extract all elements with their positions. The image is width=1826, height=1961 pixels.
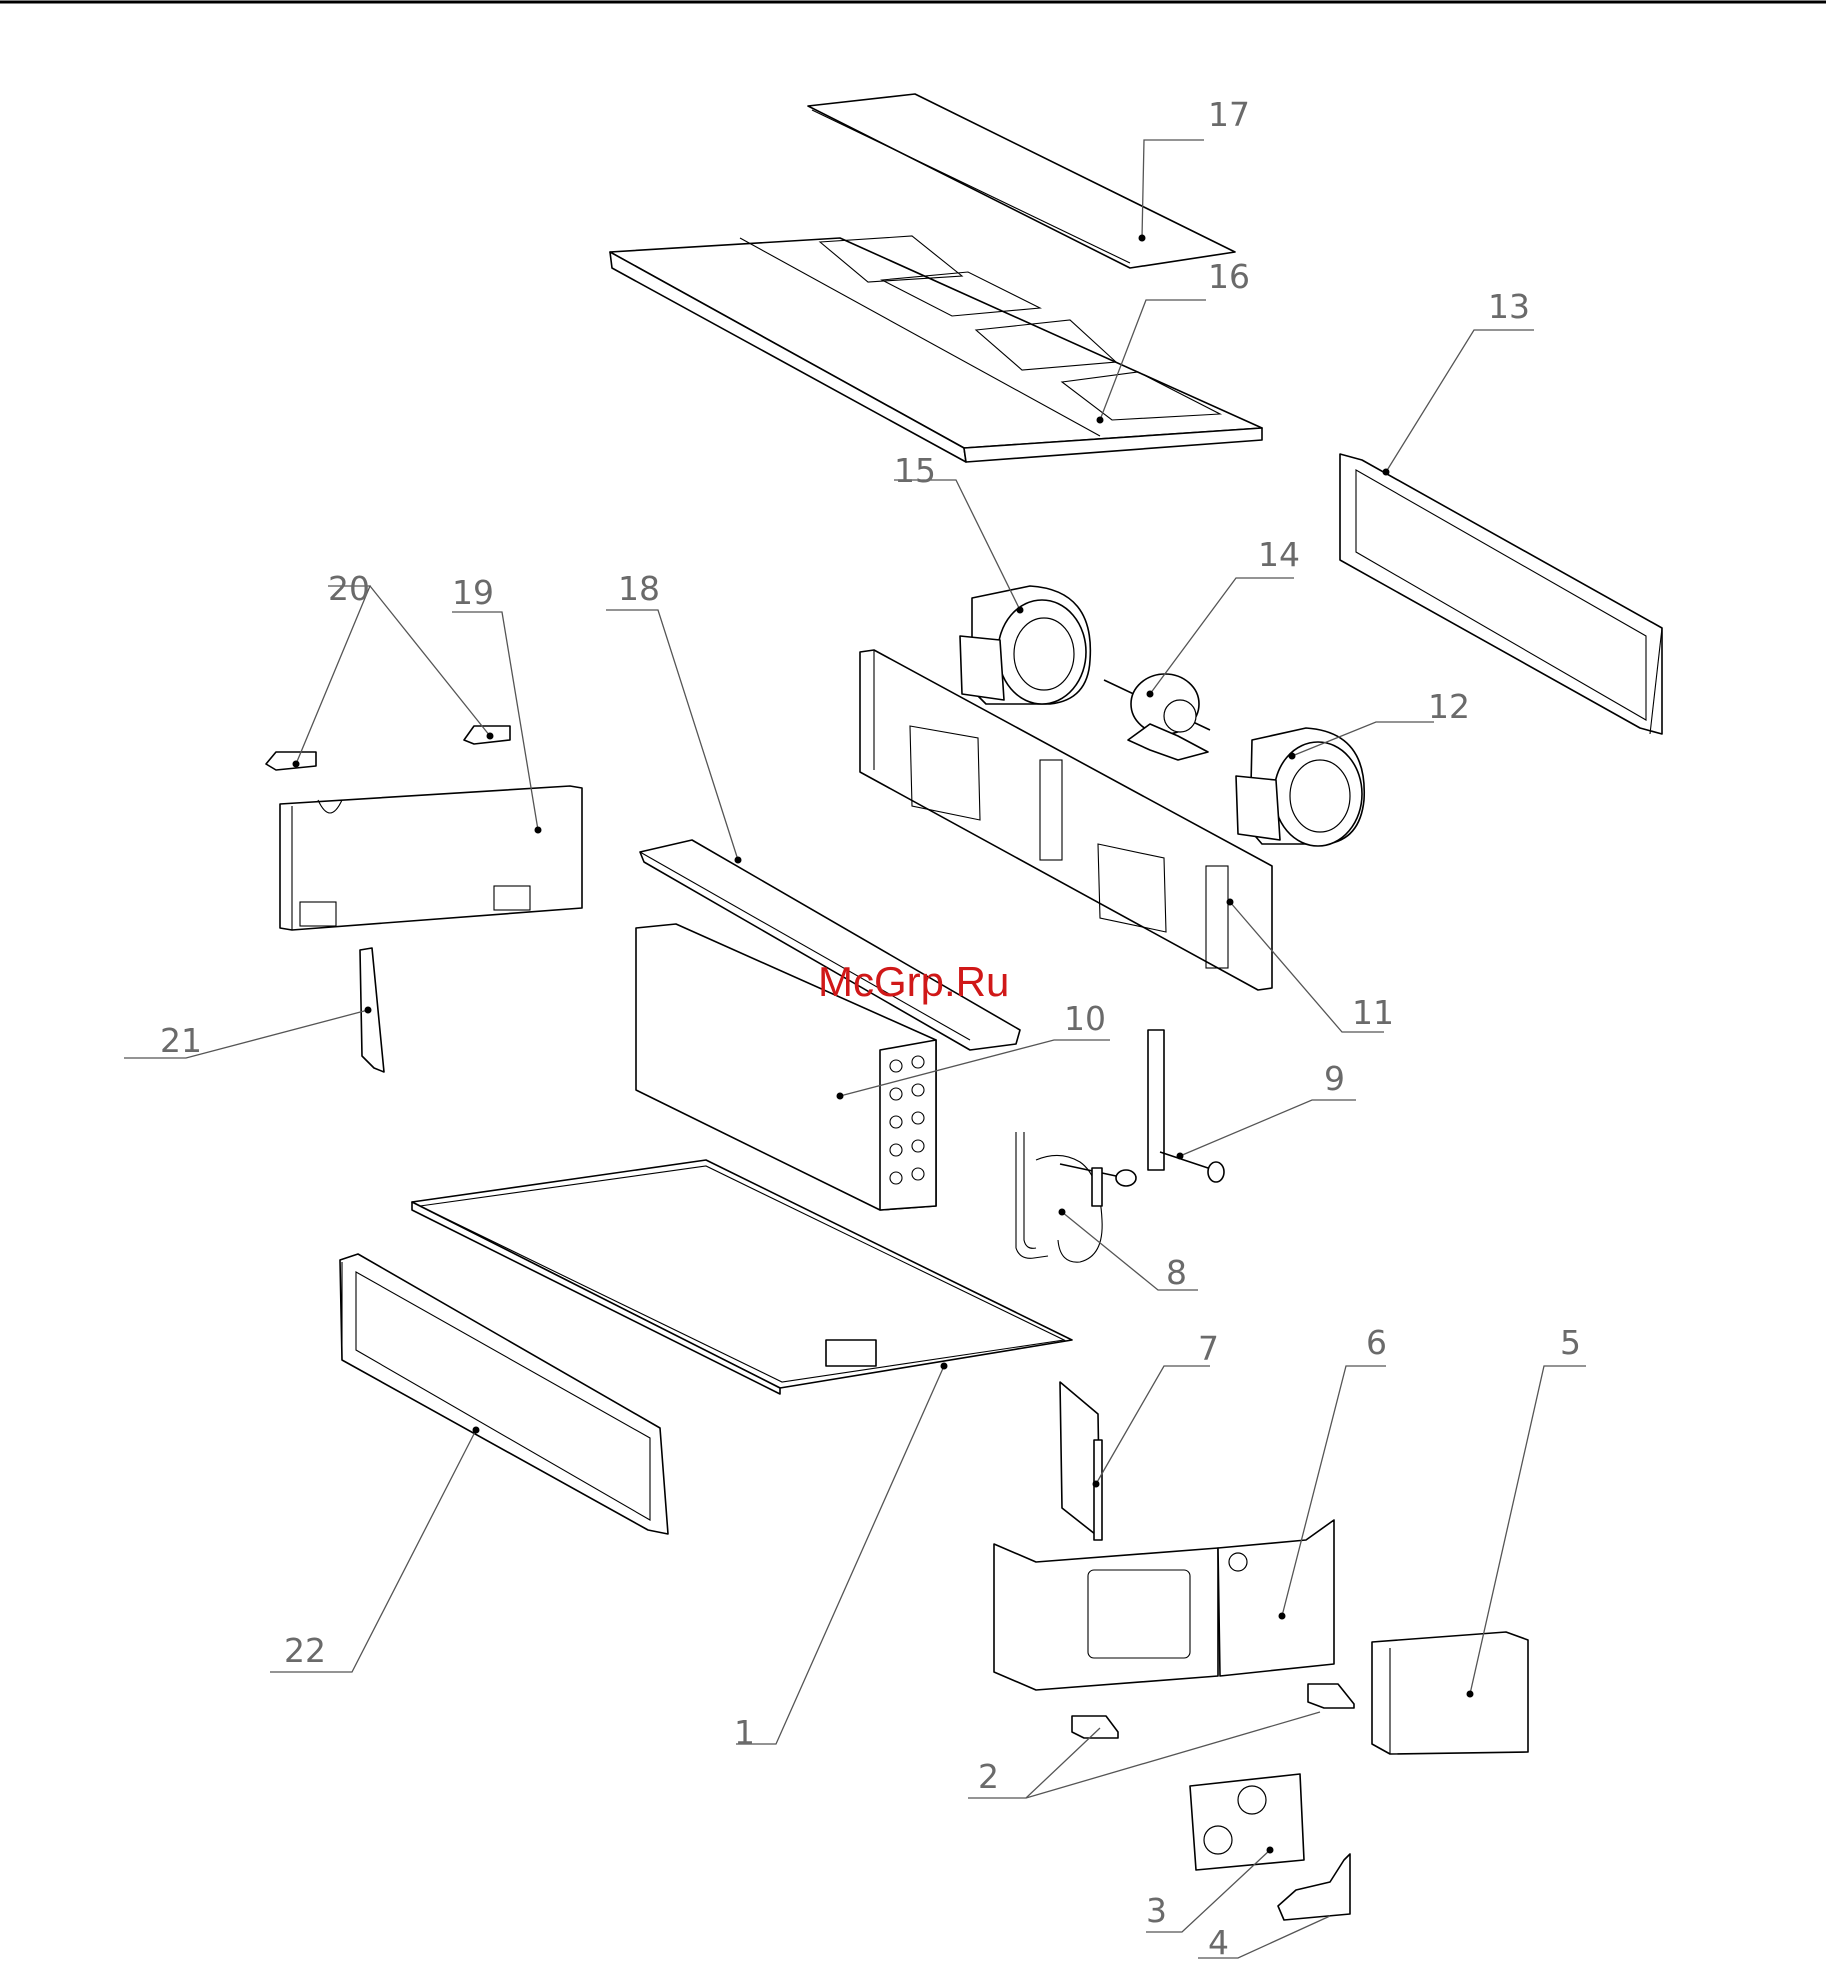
label-4: 4 xyxy=(1208,1923,1229,1961)
part-2-brackets xyxy=(1072,1684,1354,1738)
label-16: 16 xyxy=(1208,257,1250,296)
label-18: 18 xyxy=(618,569,660,608)
label-7: 7 xyxy=(1198,1329,1219,1368)
part-8-pipe-assembly xyxy=(1016,1132,1136,1262)
part-5-control-box xyxy=(1372,1632,1528,1754)
label-9: 9 xyxy=(1324,1059,1345,1098)
label-6: 6 xyxy=(1366,1323,1387,1362)
part-19-side-panel xyxy=(280,786,582,930)
part-11-blower-deck xyxy=(860,650,1272,990)
part-12-blower xyxy=(1236,728,1364,846)
part-17-cover-plate xyxy=(808,94,1235,268)
label-10: 10 xyxy=(1064,999,1106,1038)
label-12: 12 xyxy=(1428,687,1470,726)
label-20: 20 xyxy=(328,569,370,608)
label-14: 14 xyxy=(1258,535,1300,574)
part-14-motor xyxy=(1104,674,1210,760)
label-22: 22 xyxy=(284,1631,326,1670)
label-15: 15 xyxy=(894,451,936,490)
label-11: 11 xyxy=(1352,993,1394,1032)
label-1: 1 xyxy=(734,1713,755,1752)
label-2: 2 xyxy=(978,1757,999,1796)
part-7-divider-plate xyxy=(1060,1382,1102,1540)
watermark: McGrp.Ru xyxy=(818,958,1009,1005)
label-5: 5 xyxy=(1560,1323,1581,1362)
label-19: 19 xyxy=(452,573,494,612)
label-13: 13 xyxy=(1488,287,1530,326)
part-21-small-plate xyxy=(360,948,384,1072)
part-6-electrical-panel xyxy=(994,1520,1334,1690)
label-8: 8 xyxy=(1166,1253,1187,1292)
part-3-cover-plate xyxy=(1190,1774,1304,1870)
label-3: 3 xyxy=(1146,1891,1167,1930)
part-4-bracket-plate xyxy=(1278,1854,1350,1920)
part-9-header-pipe xyxy=(1148,1030,1224,1182)
part-15-blower xyxy=(960,586,1090,704)
part-16-top-panel xyxy=(610,236,1262,462)
part-13-filter-frame xyxy=(1340,454,1662,734)
label-21: 21 xyxy=(160,1021,202,1060)
label-17: 17 xyxy=(1208,95,1250,134)
